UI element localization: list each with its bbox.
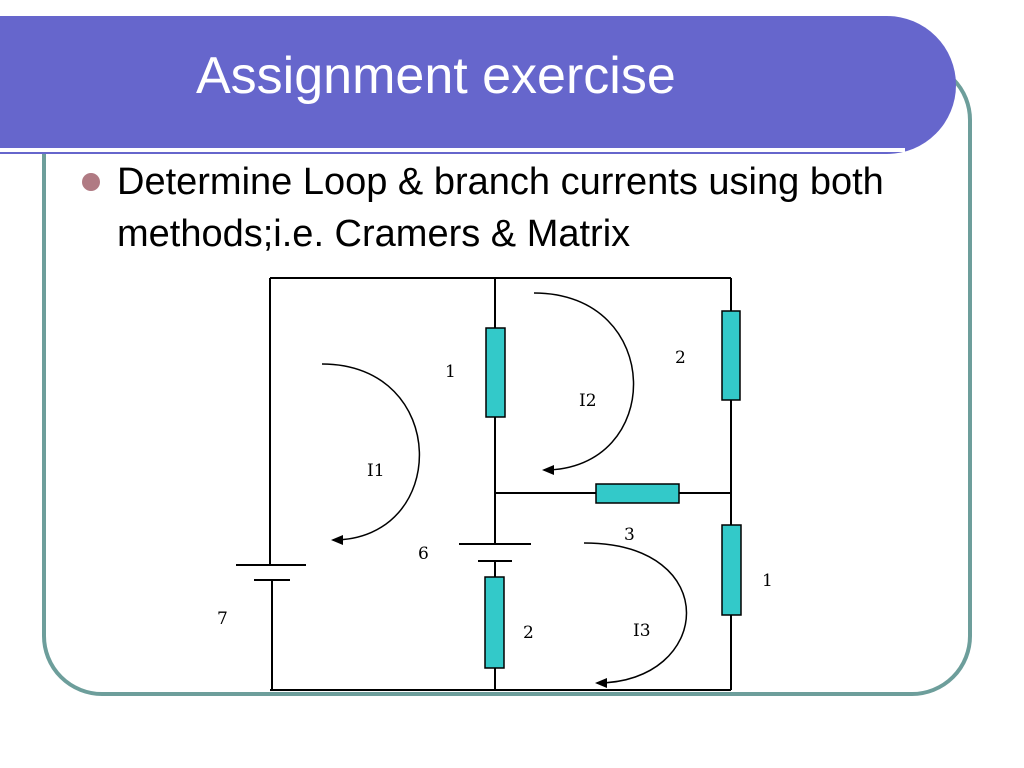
loop-current-label-i2: I2 <box>579 391 597 411</box>
slide-title: Assignment exercise <box>196 47 676 105</box>
loop-current-i2-arrow <box>533 292 635 475</box>
resistor-top-right <box>721 310 741 401</box>
battery-middle <box>459 543 531 562</box>
battery-left <box>236 564 306 581</box>
loop-current-i1-arrow <box>321 363 421 545</box>
resistor-top-middle <box>485 327 506 418</box>
resistor-label-bottom-right: 1 <box>762 571 773 591</box>
resistor-horizontal <box>595 483 680 504</box>
loop-current-label-i3: I3 <box>633 621 651 641</box>
circuit-wires <box>269 277 732 691</box>
resistor-label-top-middle: 1 <box>445 362 456 382</box>
resistor-label-top-right: 2 <box>675 348 686 368</box>
bullet-text: Determine Loop & branch currents using b… <box>117 161 884 255</box>
battery-label-left: 7 <box>217 609 228 629</box>
title-underline <box>0 148 905 152</box>
bullet-dot-icon <box>82 173 100 191</box>
loop-current-i3-arrow <box>583 542 688 688</box>
content-frame <box>42 60 972 696</box>
title-bar <box>0 16 956 154</box>
resistor-bottom-right <box>721 524 742 616</box>
resistor-label-horizontal: 3 <box>624 525 635 545</box>
battery-label-middle: 6 <box>418 544 429 564</box>
resistor-bottom-middle <box>484 576 505 669</box>
resistor-label-bottom-middle: 2 <box>523 623 534 643</box>
loop-current-label-i1: I1 <box>367 461 385 481</box>
